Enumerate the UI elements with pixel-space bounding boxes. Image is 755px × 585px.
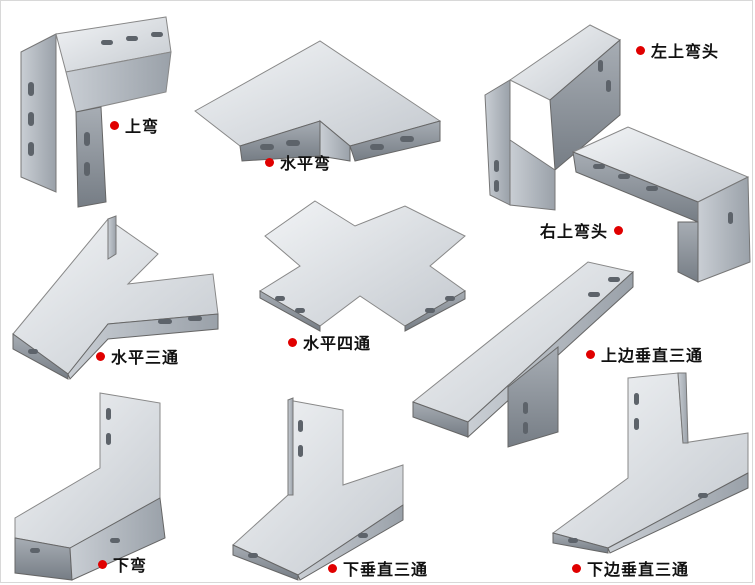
label-horizontal-bend: 水平弯 bbox=[265, 150, 331, 174]
red-dot-marker bbox=[288, 337, 297, 347]
part-name: 水平四通 bbox=[303, 334, 372, 353]
red-dot-marker bbox=[110, 120, 119, 130]
red-dot-marker bbox=[572, 563, 581, 573]
part-name: 水平三通 bbox=[111, 348, 180, 367]
part-name: 上边垂直三通 bbox=[601, 346, 704, 365]
cable-tray-left-upper-bend-head-icon bbox=[480, 20, 630, 211]
part-name: 水平弯 bbox=[280, 154, 332, 173]
cable-tray-lower-bend-icon bbox=[10, 388, 170, 583]
cable-tray-upper-bend-icon bbox=[16, 12, 176, 208]
part-name: 右上弯头 bbox=[540, 222, 609, 241]
red-dot-marker bbox=[636, 45, 645, 55]
part-name: 下垂直三通 bbox=[343, 560, 429, 579]
part-name: 下弯 bbox=[113, 556, 148, 575]
label-lower-vertical-tee: 下垂直三通 bbox=[328, 556, 428, 580]
cable-tray-right-upper-bend-head-icon bbox=[568, 122, 753, 287]
label-lower-bend: 下弯 bbox=[98, 552, 147, 576]
label-upper-vertical-tee: 上边垂直三通 bbox=[586, 342, 703, 366]
part-name: 下边垂直三通 bbox=[587, 560, 690, 579]
label-horizontal-cross: 水平四通 bbox=[288, 330, 371, 354]
red-dot-marker bbox=[328, 563, 337, 573]
cable-tray-upper-vertical-tee-icon bbox=[408, 252, 638, 448]
cable-tray-horizontal-bend-icon bbox=[190, 36, 445, 162]
cable-tray-lower-side-vertical-tee-icon bbox=[548, 368, 753, 554]
red-dot-marker bbox=[96, 351, 105, 361]
cable-tray-horizontal-tee-icon bbox=[8, 214, 223, 380]
label-horizontal-tee: 水平三通 bbox=[96, 344, 179, 368]
part-name: 左上弯头 bbox=[651, 42, 720, 61]
part-name: 上弯 bbox=[125, 117, 160, 136]
red-dot-marker bbox=[265, 157, 274, 167]
cable-tray-lower-vertical-tee-icon bbox=[228, 395, 408, 581]
red-dot-marker bbox=[586, 349, 595, 359]
red-dot-marker bbox=[614, 225, 624, 235]
red-dot-marker bbox=[98, 559, 107, 569]
label-upper-bend: 上弯 bbox=[110, 113, 159, 137]
cable-tray-horizontal-cross-icon bbox=[255, 196, 470, 332]
label-left-upper-bend-head: 左上弯头 bbox=[636, 38, 719, 62]
label-lower-side-vertical-tee: 下边垂直三通 bbox=[572, 556, 689, 580]
label-right-upper-bend-head: 右上弯头 bbox=[540, 218, 624, 242]
